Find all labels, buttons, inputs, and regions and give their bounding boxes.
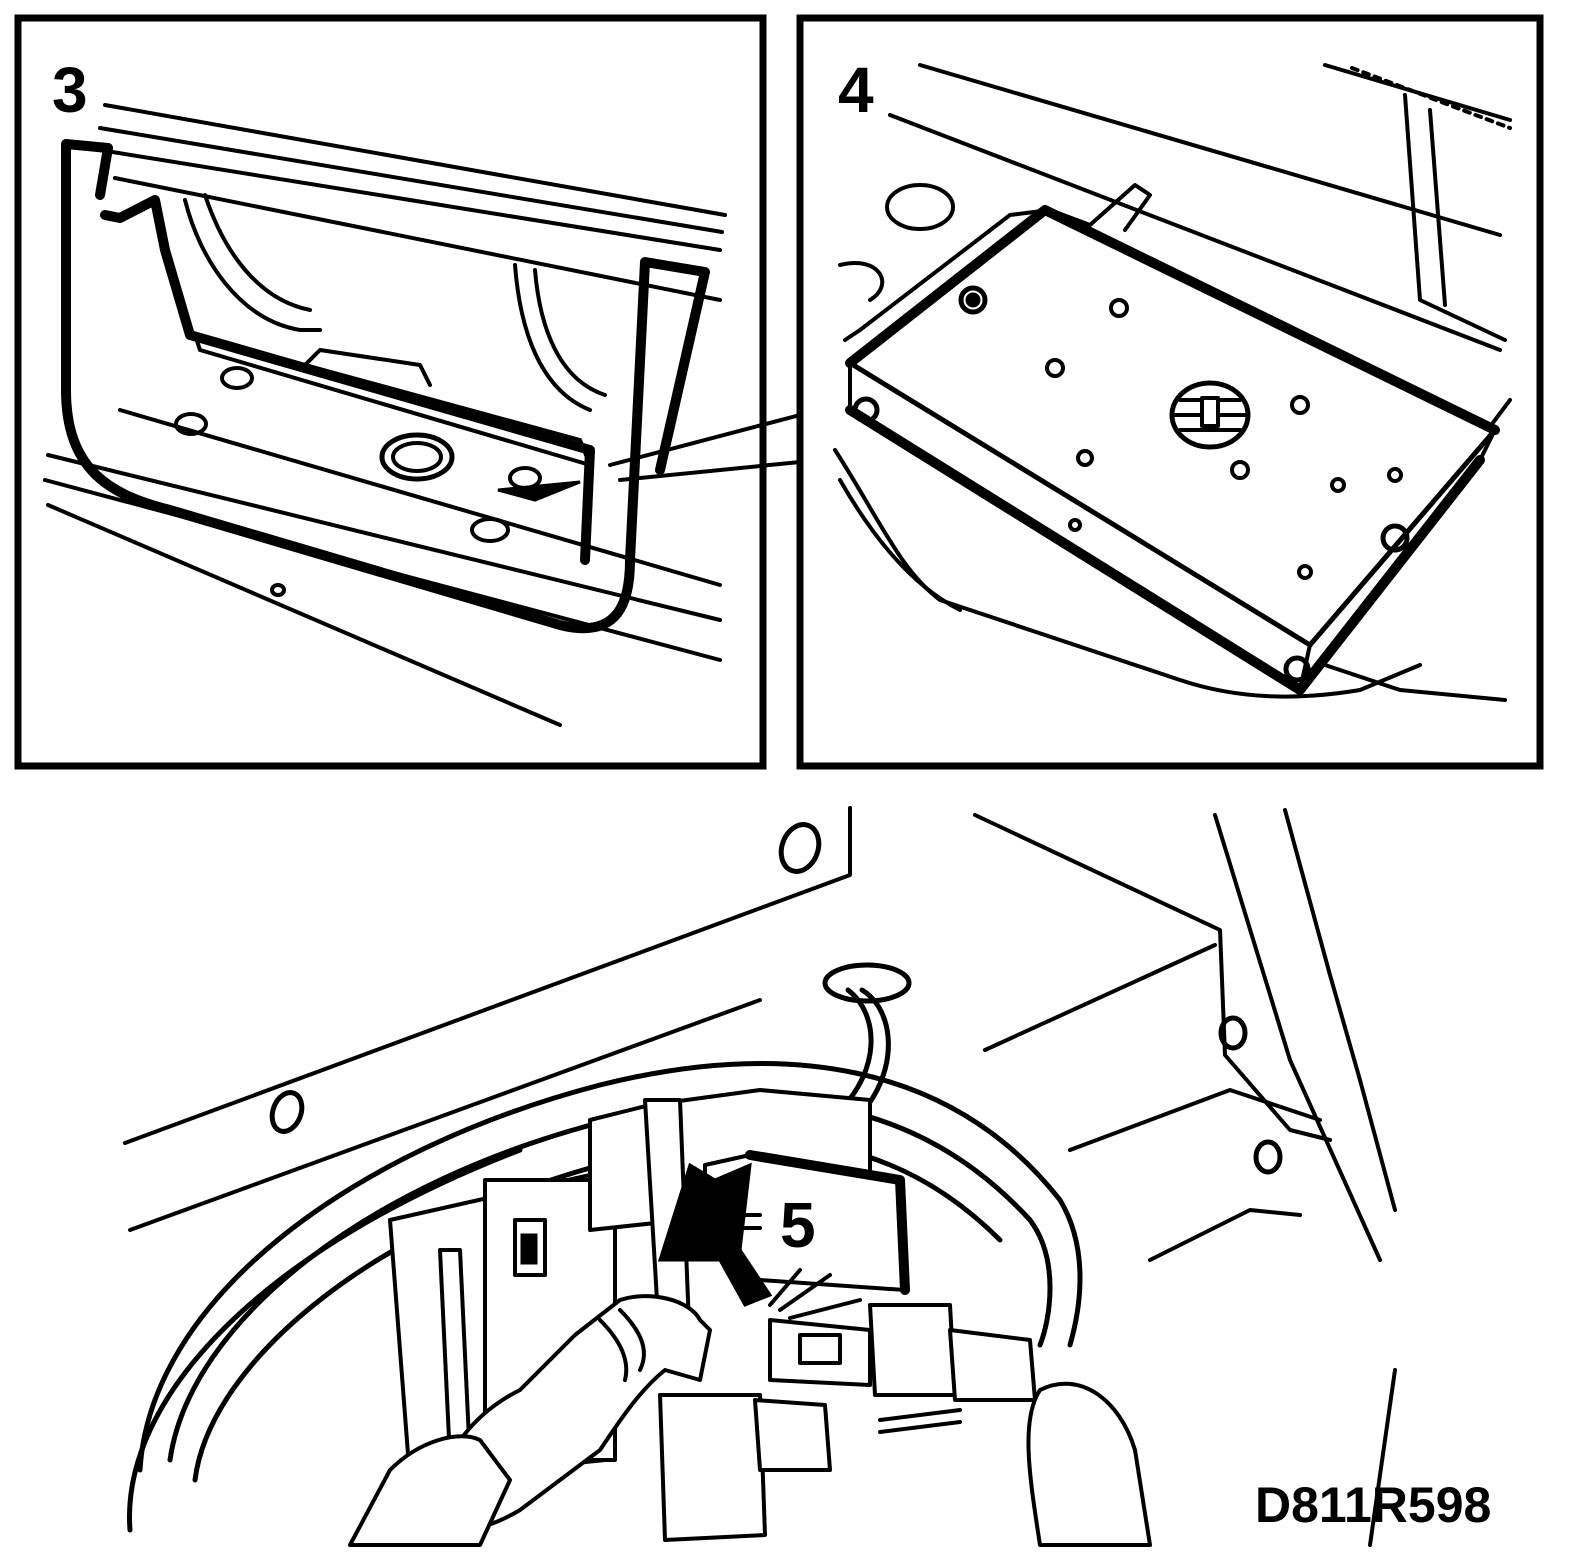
figure-reference-code: D811R598 bbox=[1255, 1477, 1491, 1533]
direction-arrow-icon bbox=[657, 1162, 773, 1307]
step-label-3: 3 bbox=[52, 54, 88, 126]
panel-3-artwork bbox=[43, 103, 802, 727]
step-label-4: 4 bbox=[838, 54, 874, 126]
step-label-5: 5 bbox=[780, 1189, 816, 1261]
panel-4-artwork bbox=[833, 63, 1512, 702]
panel-step-3: 3 bbox=[14, 14, 802, 770]
panel-step-4: 4 bbox=[796, 14, 1544, 770]
panel-5-artwork bbox=[123, 806, 1397, 1547]
panel-step-5: 5 bbox=[123, 806, 1397, 1547]
